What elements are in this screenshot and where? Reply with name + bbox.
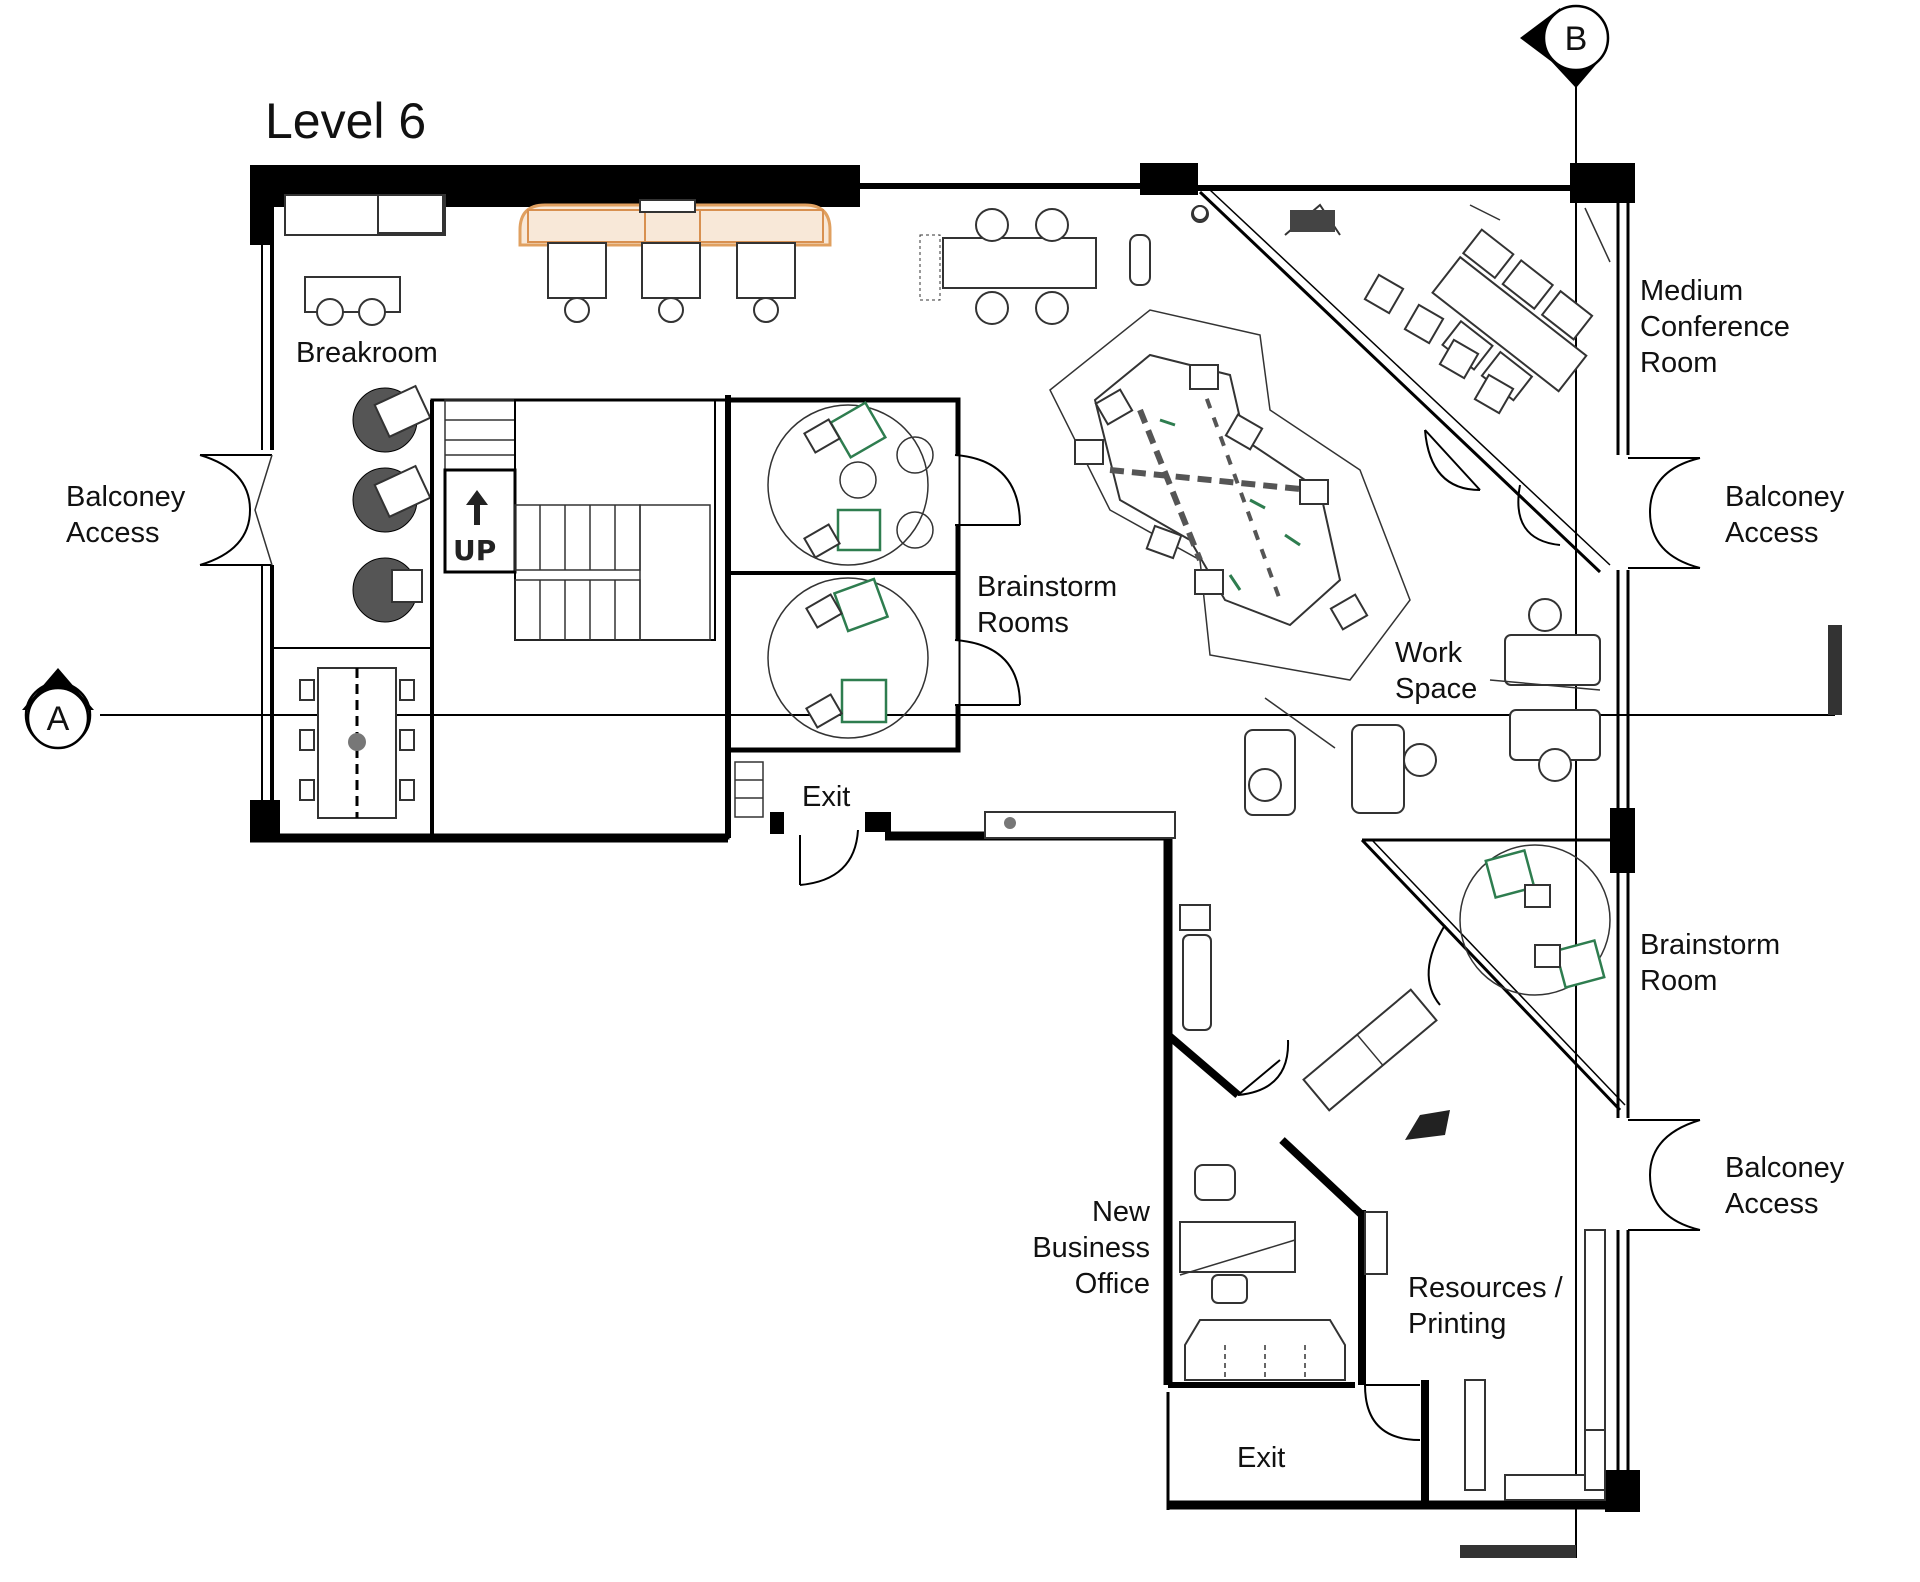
label-medium-conference-2: Conference (1640, 311, 1790, 343)
lounge-seating (518, 199, 832, 323)
label-medium-conference-3: Room (1640, 347, 1717, 379)
balcony-door-west (199, 454, 273, 566)
label-brainstorm-rooms-2: Rooms (977, 607, 1069, 639)
label-exit-bottom: Exit (1237, 1442, 1285, 1474)
label-balcony-east-top-2: Access (1725, 517, 1818, 549)
label-new-business-office-1: New (1092, 1196, 1151, 1228)
stair-up-label: UP (453, 534, 496, 567)
label-brainstorm-room-1: Brainstorm (1640, 929, 1780, 961)
arrow-up-icon (466, 490, 488, 525)
medium-conference-room (1192, 189, 1611, 574)
label-medium-conference-1: Medium (1640, 275, 1743, 307)
label-balcony-east-bottom-1: Balconey (1725, 1152, 1845, 1184)
corridor-equipment (1179, 904, 1450, 1140)
room-labels: Breakroom Balconey Access Brainstorm Roo… (66, 275, 1845, 1474)
label-exit-center: Exit (802, 781, 850, 813)
label-resources-printing-2: Printing (1408, 1308, 1506, 1340)
label-balcony-west-1: Balconey (66, 481, 186, 513)
stairwell: UP (430, 398, 730, 840)
label-balcony-west-2: Access (66, 517, 159, 549)
resources-printing-area (1364, 1229, 1606, 1505)
exit-center-area (734, 761, 1176, 886)
label-work-space-1: Work (1395, 637, 1463, 669)
label-balcony-east-bottom-2: Access (1725, 1188, 1818, 1220)
label-resources-printing-1: Resources / (1408, 1272, 1564, 1304)
balcony-door-east-bottom (1628, 1119, 1701, 1231)
meeting-table-top (919, 205, 1209, 325)
grid-marker-b: B (1565, 20, 1588, 58)
label-breakroom: Breakroom (296, 337, 438, 369)
label-work-space-2: Space (1395, 673, 1477, 705)
grid-marker-a: A (47, 700, 70, 738)
brainstorm-rooms (725, 397, 1021, 753)
grid-line-b: B (1460, 4, 1610, 1558)
label-new-business-office-2: Business (1032, 1232, 1150, 1264)
brainstorm-room-east (1360, 838, 1626, 1112)
label-new-business-office-3: Office (1075, 1268, 1150, 1300)
label-brainstorm-rooms-1: Brainstorm (977, 571, 1117, 603)
label-brainstorm-room-2: Room (1640, 965, 1717, 997)
work-space-pods (1049, 309, 1411, 681)
balcony-door-east-top (1628, 457, 1701, 569)
level-title: Level 6 (265, 93, 426, 149)
workstations-east (1244, 598, 1601, 816)
new-business-office (1165, 1031, 1388, 1385)
label-balcony-east-top-1: Balconey (1725, 481, 1845, 513)
breakroom-furniture (272, 194, 446, 840)
